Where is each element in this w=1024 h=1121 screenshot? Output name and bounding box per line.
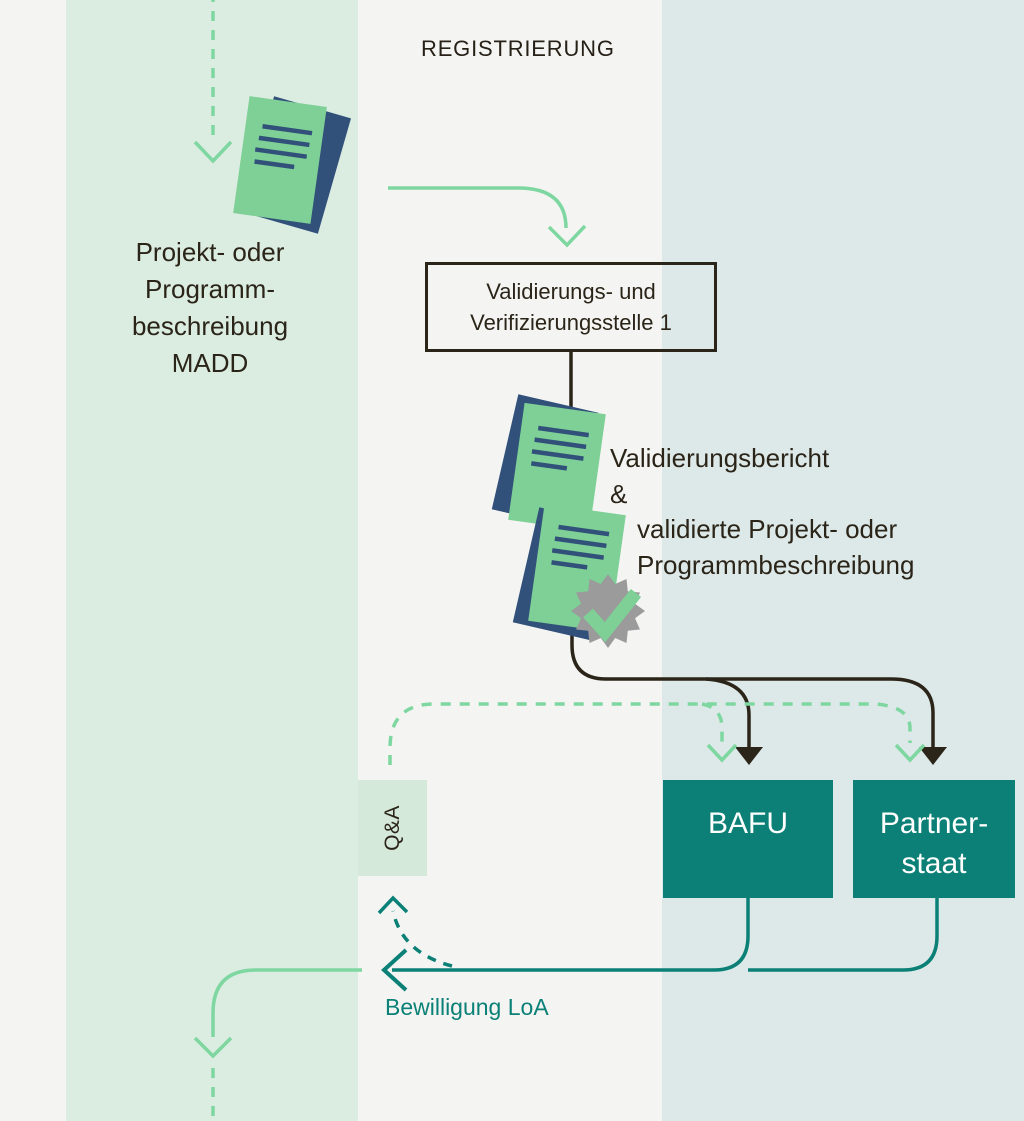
edge-qa-to-authorities: [388, 702, 926, 765]
validator-label-line: Validierungs- und: [486, 279, 656, 304]
arrowhead-qa-to-partner: [894, 743, 926, 763]
edge-loa-approval: [377, 895, 939, 992]
arrowhead-qa-to-bafu: [706, 743, 738, 763]
edge-documents-to-authorities: [570, 633, 947, 765]
swimlane-blue-column: [662, 0, 1024, 1121]
bafu-label: BAFU: [707, 807, 788, 840]
arrowhead-to-bafu: [735, 747, 763, 765]
validation-output-line: Programmbeschreibung: [637, 549, 915, 580]
arrowhead-loa-left: [381, 948, 408, 992]
document-icon-validation-report: [491, 394, 606, 532]
edge-loa-to-qa: [391, 910, 453, 968]
validator-label-line: Verifizierungsstelle 1: [470, 310, 672, 335]
partner-state-node: Partner- staat: [853, 780, 1015, 898]
loa-approval-label: Bewilligung LoA: [385, 994, 549, 1020]
validator-node: Validierungs- und Verifizierungsstelle 1: [425, 262, 717, 352]
validation-output-label: Validierungsbericht & validierte Projekt…: [610, 441, 914, 583]
madd-document-label: Projekt- oder Programm- beschreibung MAD…: [85, 234, 335, 382]
qa-label: Q&A: [380, 805, 404, 851]
arrow-madd-to-validator: [388, 186, 587, 248]
validation-output-line: Validierungsbericht: [610, 443, 830, 473]
madd-label-line: Projekt- oder: [135, 237, 285, 267]
partner-state-label-line: staat: [901, 847, 967, 880]
validation-output-line: &: [610, 478, 628, 509]
arrowhead-to-qa: [377, 895, 409, 915]
arrow-incoming-top: [193, 0, 233, 164]
validation-output-line: validierte Projekt- oder: [637, 514, 898, 544]
madd-label-line: MADD: [171, 348, 249, 378]
document-icon-madd: [233, 96, 351, 234]
madd-label-line: beschreibung: [131, 311, 289, 341]
bafu-node: BAFU: [663, 780, 833, 898]
madd-label-line: Programm-: [144, 274, 275, 304]
qa-tag: Q&A: [358, 780, 427, 876]
phase-title: REGISTRIERUNG: [421, 36, 615, 61]
arrowhead-to-partner: [919, 747, 947, 765]
edge-continue-next-phase: [193, 968, 362, 1121]
checkmark-seal-icon: [571, 574, 645, 648]
partner-state-label-line: Partner-: [879, 807, 989, 840]
